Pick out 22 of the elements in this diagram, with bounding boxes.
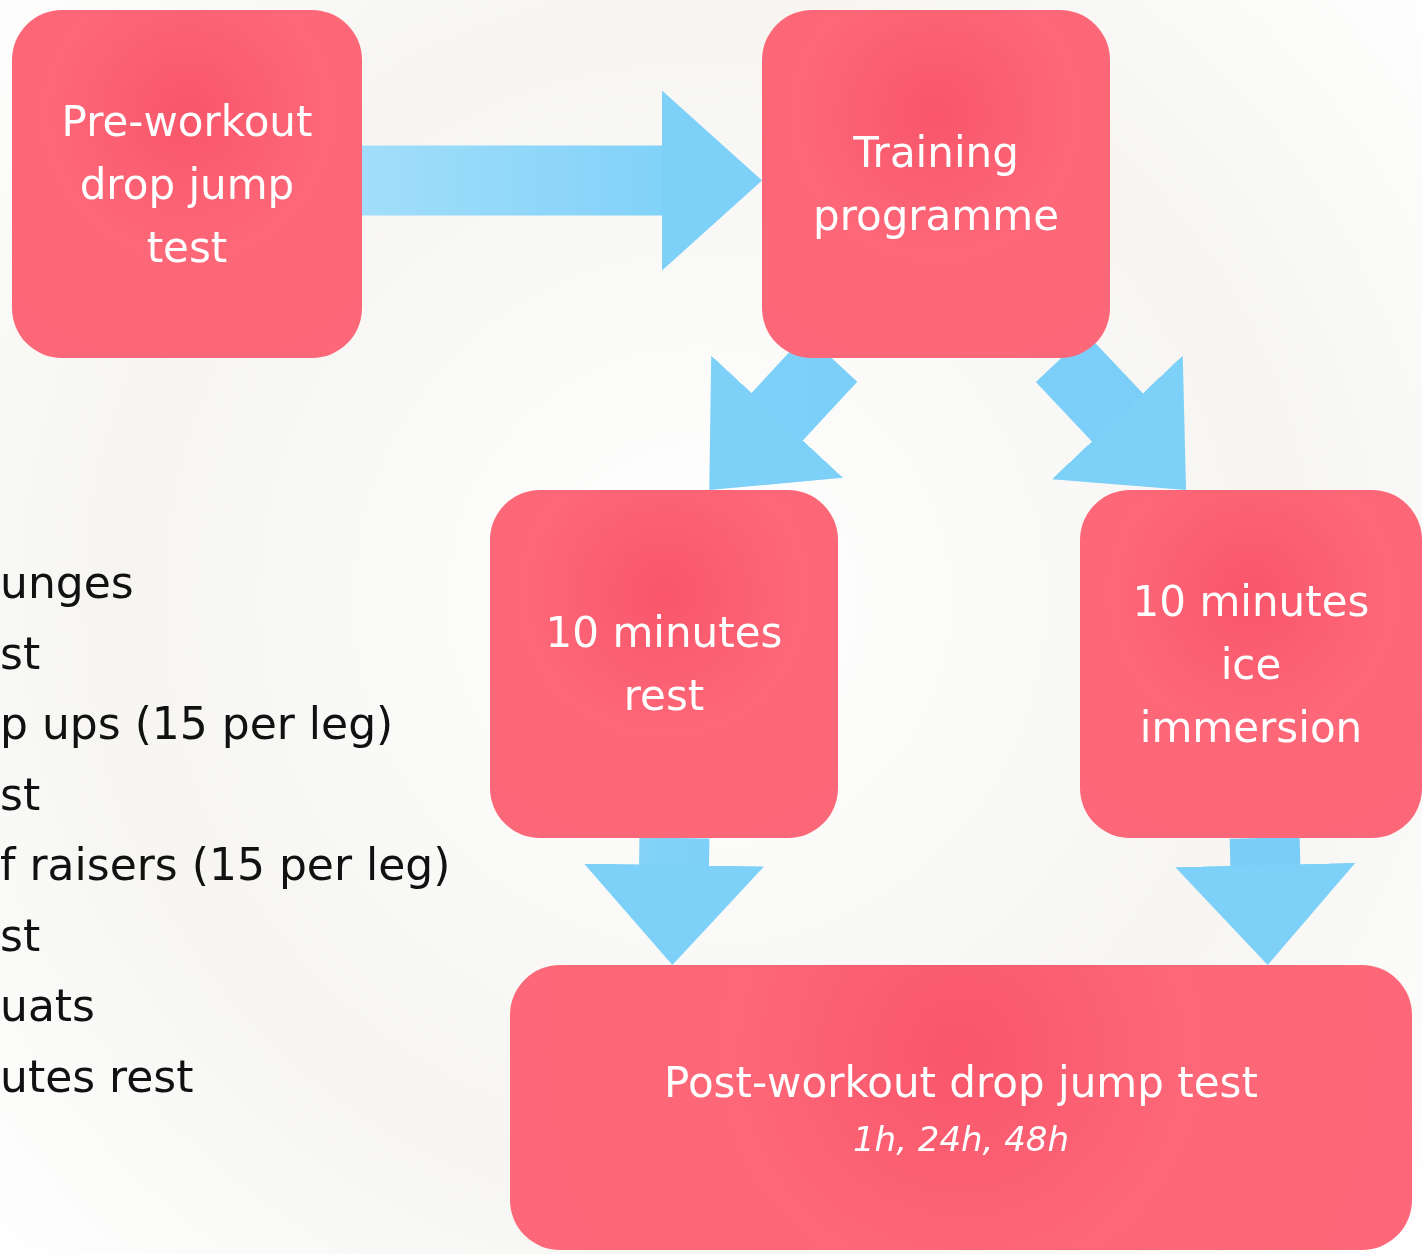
process-box xyxy=(490,490,838,838)
step-text: 10 minutes ice immersion xyxy=(1131,575,1371,754)
exercise-text: f raisers (15 per leg) xyxy=(0,838,451,892)
process-box xyxy=(510,965,1412,1250)
timepoints-text: 1h, 24h, 48h xyxy=(852,1117,1069,1161)
exercise-text: st xyxy=(0,908,41,963)
block-arrow xyxy=(584,837,764,966)
exercise-text: unges xyxy=(0,556,134,610)
process-box xyxy=(12,10,362,358)
step-text: 10 minutes rest xyxy=(544,607,784,722)
exercise-text: st xyxy=(0,767,41,822)
process-box xyxy=(1080,490,1422,838)
exercise-text: p ups (15 per leg) xyxy=(0,697,394,751)
exercise-text: utes rest xyxy=(0,1049,194,1104)
block-arrow xyxy=(362,90,762,271)
step-text: Training programme xyxy=(811,127,1060,242)
block-arrow xyxy=(1175,837,1356,966)
step-text: Pre-workout drop jump test xyxy=(60,95,314,274)
process-box xyxy=(762,10,1110,358)
step-text: Post-workout drop jump test xyxy=(664,1056,1258,1109)
exercise-text: uats xyxy=(0,979,96,1033)
exercise-text: st xyxy=(0,626,41,681)
